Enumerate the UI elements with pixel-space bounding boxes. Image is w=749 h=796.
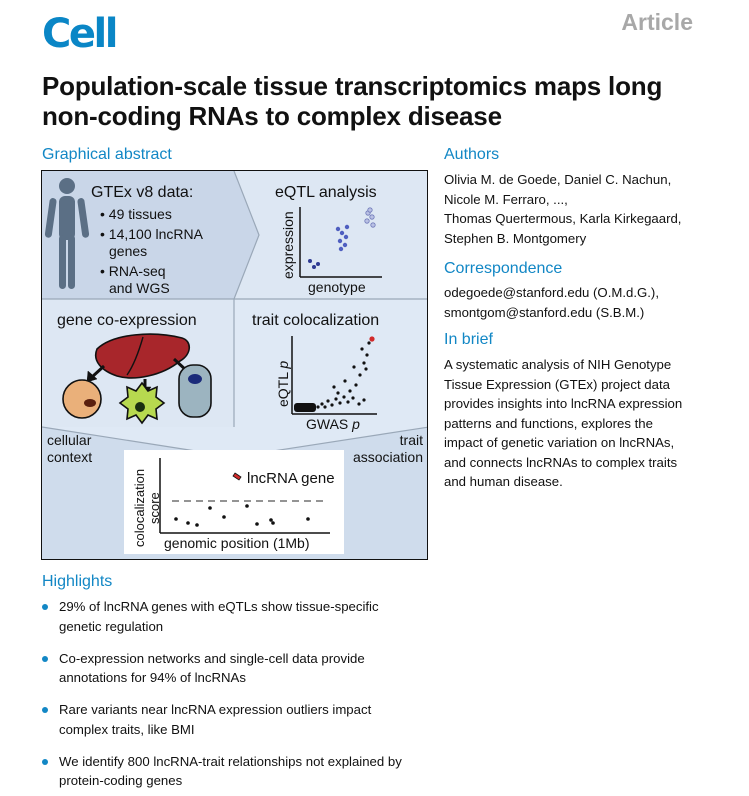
liver-icon [95, 333, 191, 379]
highlights-list: 29% of lncRNA genes with eQTLs show tiss… [42, 597, 442, 796]
lncrna-gene-point [232, 472, 242, 481]
bullet-icon [42, 707, 48, 713]
coloc-points [294, 341, 371, 412]
in-brief-heading: In brief [444, 331, 493, 348]
graphical-abstract-heading: Graphical abstract [42, 146, 172, 163]
gtex-item-0: • 49 tissues [100, 206, 172, 222]
blue-cell-icon [178, 364, 212, 418]
highlights-heading: Highlights [42, 573, 113, 590]
highlight-item: We identify 800 lncRNA-trait relationshi… [42, 752, 442, 791]
bullet-icon [42, 655, 48, 662]
authors-line: Nicole M. Ferraro, ..., [444, 191, 568, 207]
coloc-xlabel: GWAS p [306, 416, 360, 432]
correspondence-emails: odegoede@stanford.edu (O.M.d.G.), smontg… [444, 283, 659, 322]
highlight-item: 29% of lncRNA genes with eQTLs show tiss… [42, 597, 442, 636]
gtex-item-2: genes [109, 243, 147, 259]
bullet-icon [42, 758, 48, 765]
human-silhouette-icon [44, 178, 90, 289]
authors-line: Olivia M. de Goede, Daniel C. Nachun, [444, 172, 672, 187]
lncrna-gene-label: lncRNA gene [247, 470, 335, 487]
gtex-item-1: • 14,100 lncRNA [100, 226, 204, 242]
highlight-item: Co-expression networks and single-cell d… [42, 649, 442, 688]
article-type-label: Article [621, 9, 693, 35]
correspondence-email-link[interactable]: odegoede@stanford.edu (O.M.d.G.), [444, 285, 659, 300]
authors-line: Stephen B. Montgomery [444, 230, 587, 246]
cell-logo: Cell [42, 11, 118, 57]
trait-label-line-1: association [353, 449, 423, 465]
eqtl-points [308, 207, 376, 269]
plot-xlabel: genomic position (1Mb) [164, 535, 310, 551]
authors-line: Thomas Quertermous, Karla Kirkegaard, [444, 211, 682, 226]
graphical-abstract: GTEx v8 data: • 49 tissues • 14,100 lncR… [41, 170, 428, 560]
cellular-label-line-1: context [47, 449, 92, 465]
correspondence-email-link[interactable]: smontgom@stanford.edu (S.B.M.) [444, 304, 645, 320]
article-title: Population-scale tissue transcriptomics … [42, 71, 663, 131]
eqtl-title: eQTL analysis [275, 184, 377, 201]
gtex-title: GTEx v8 data: [91, 184, 193, 201]
panel-eqtl-bg [234, 171, 427, 299]
gtex-item-3: • RNA-seq [100, 263, 166, 279]
panel-gtex-bg [42, 171, 259, 299]
colocalization-points [174, 504, 310, 527]
coloc-title: trait colocalization [252, 312, 379, 329]
graphical-abstract-figure: GTEx v8 data: • 49 tissues • 14,100 lncR… [42, 171, 427, 559]
eqtl-xlabel: genotype [308, 279, 366, 295]
coloc-ylabel: eQTL p [275, 361, 291, 407]
bullet-icon [42, 604, 48, 610]
plot-ylabel-line-0: colocalization [132, 469, 147, 547]
cellular-label-line-0: cellular [47, 432, 92, 448]
trait-label-line-0: trait [400, 432, 423, 448]
highlight-item: Rare variants near lncRNA expression out… [42, 700, 442, 739]
panel-coloc-bg [234, 299, 427, 427]
gtex-item-4: and WGS [109, 280, 170, 296]
coexp-title: gene co-expression [57, 312, 197, 329]
authors-list: Olivia M. de Goede, Daniel C. Nachun, Ni… [444, 170, 681, 248]
plot-ylabel-line-1: score [147, 492, 162, 524]
eqtl-ylabel: expression [280, 211, 296, 279]
authors-heading: Authors [444, 146, 500, 163]
orange-cell-icon [62, 379, 102, 419]
in-brief-text: A systematic analysis of NIH Genotype Ti… [444, 357, 683, 489]
correspondence-heading: Correspondence [444, 260, 563, 277]
